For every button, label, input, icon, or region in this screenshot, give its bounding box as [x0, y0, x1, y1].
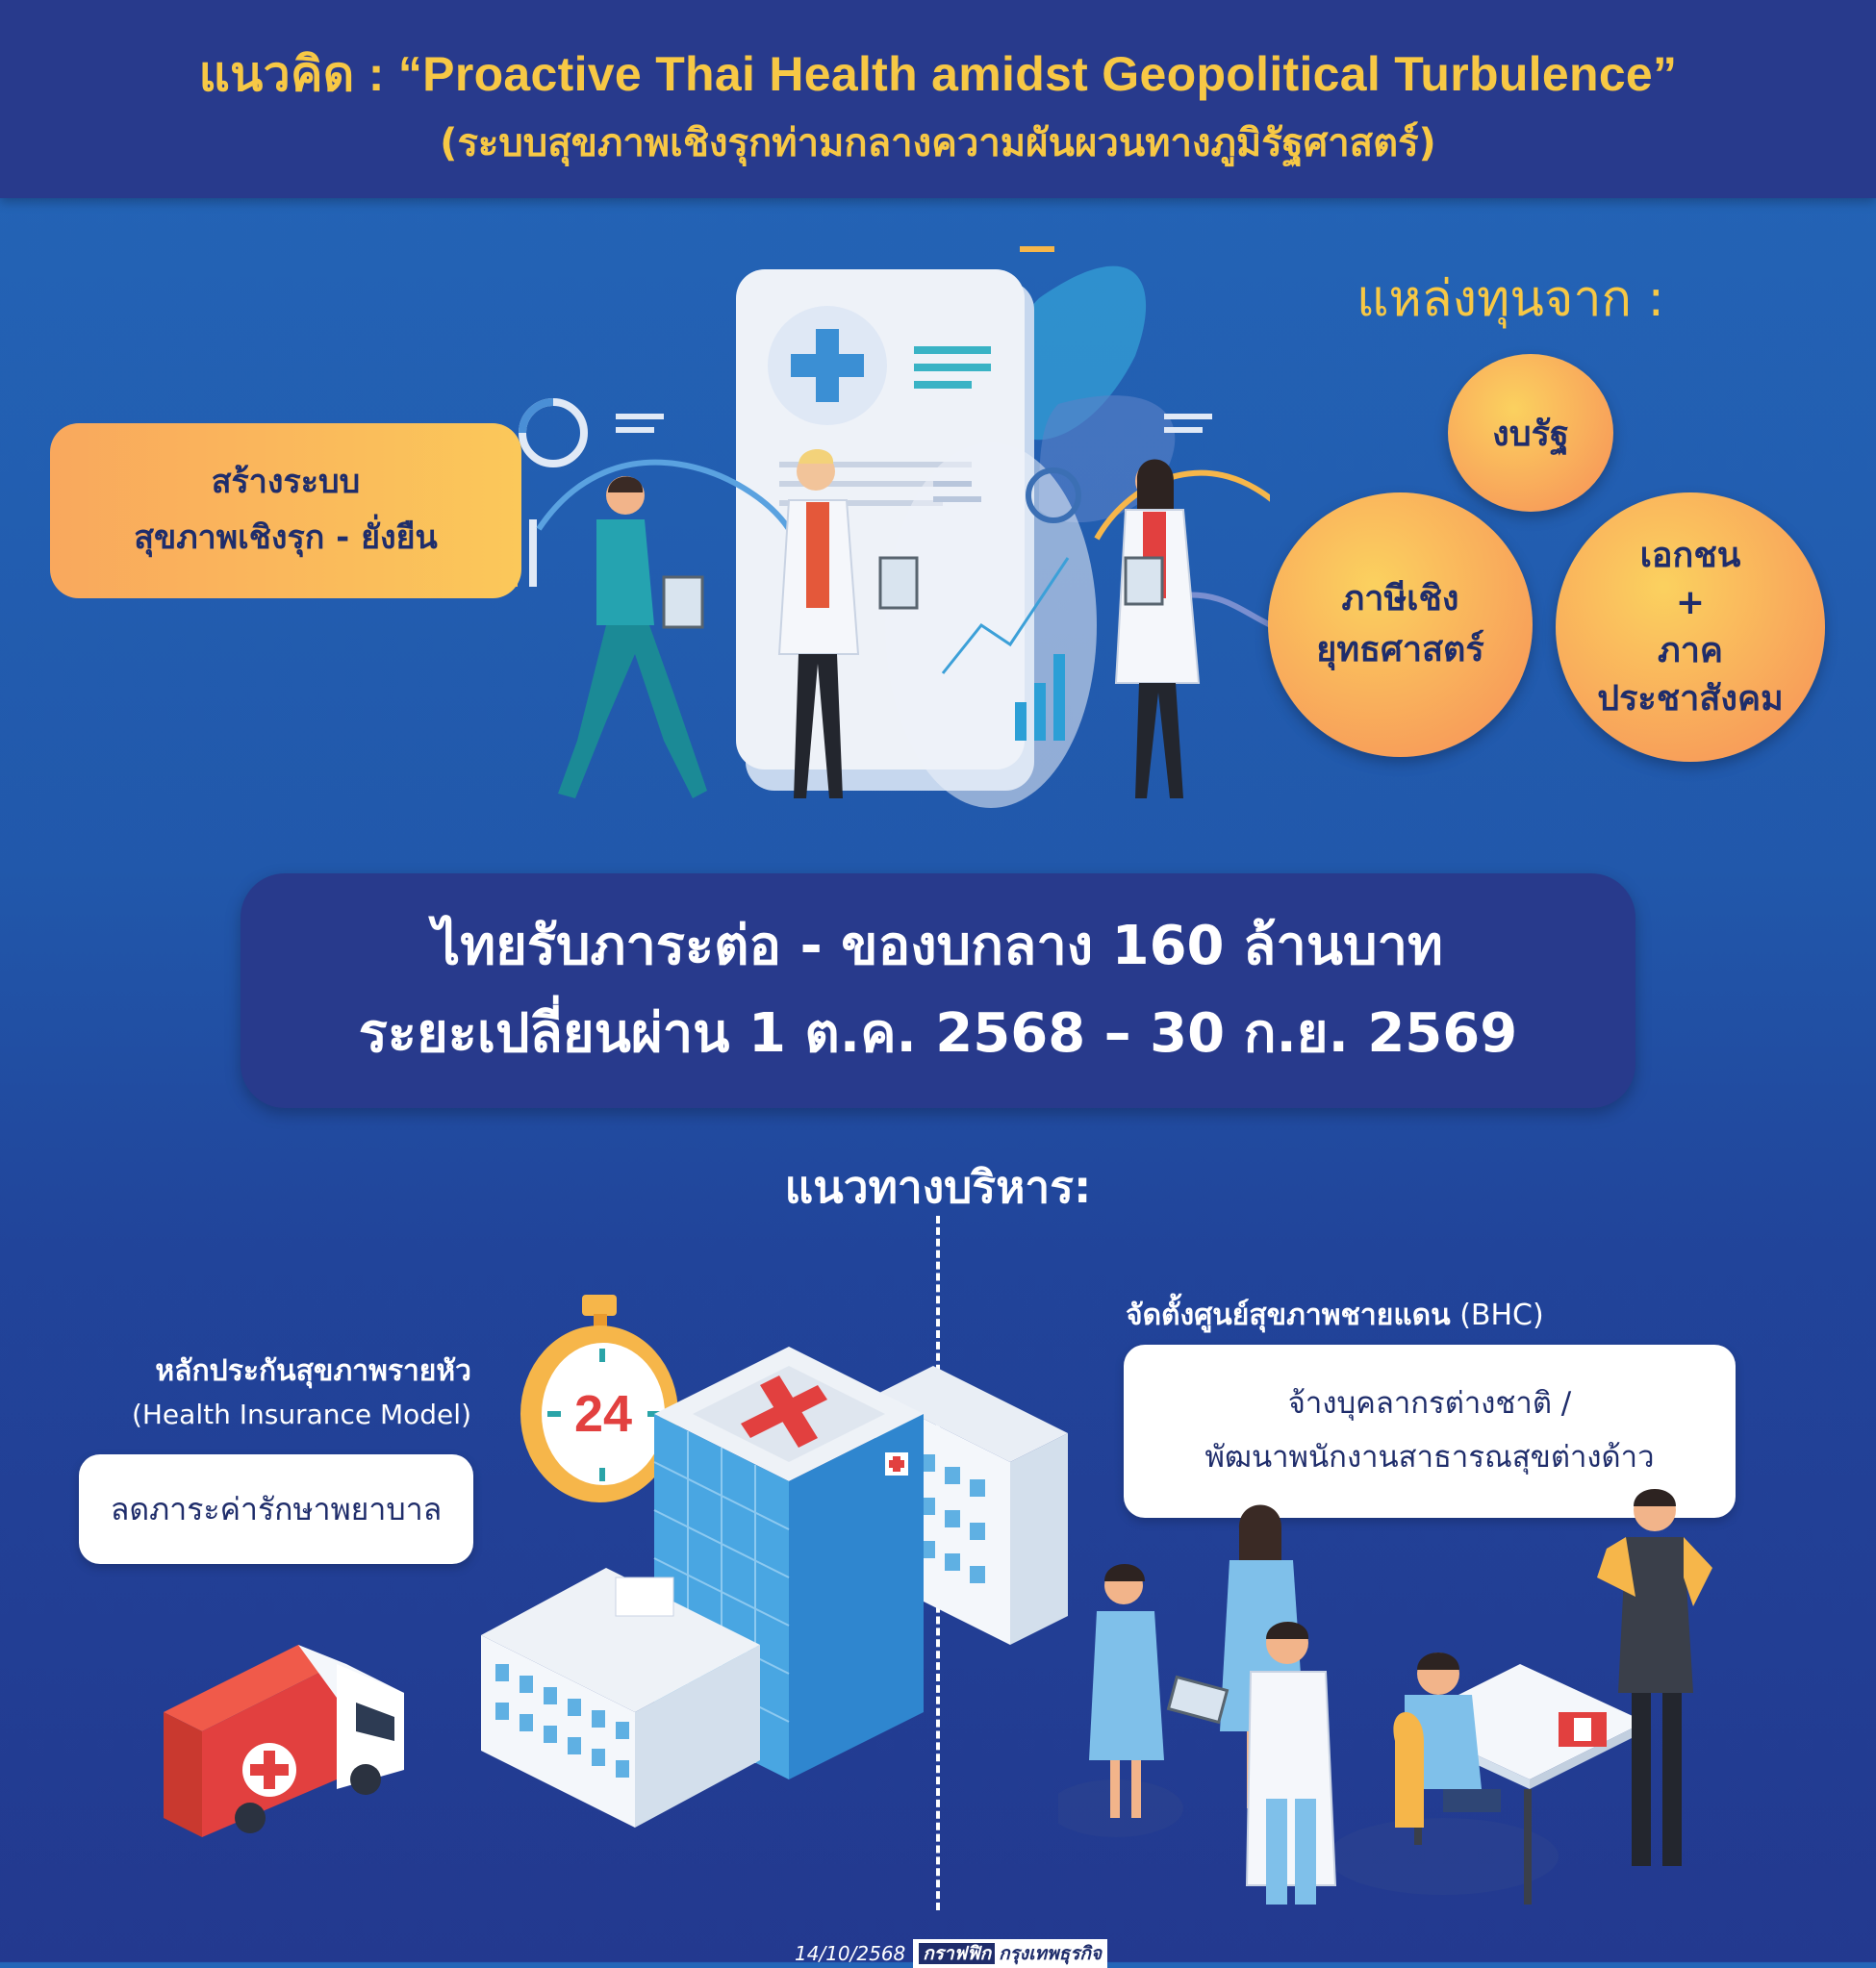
- footer-brand-prefix: กราฟฟิก: [919, 1943, 996, 1964]
- bhc-box: จ้างบุคลากรต่างชาติ / พัฒนาพนักงานสาธารณ…: [1124, 1345, 1736, 1518]
- leaf-icon: [1015, 265, 1147, 441]
- hospital-icon: [481, 1347, 1068, 1828]
- header-bar: [0, 0, 1876, 198]
- goal-box: สร้างระบบ สุขภาพเชิงรุก - ยั่งยืน: [50, 423, 521, 598]
- page-subtitle: (ระบบสุขภาพเชิงรุกท่ามกลางความผันผวนทางภ…: [440, 121, 1436, 165]
- funding-source-strategic-tax: ภาษีเชิง ยุทธศาสตร์: [1268, 492, 1533, 757]
- bhc-heading-row: จัดตั้งศูนย์สุขภาพชายแดน (BHC): [1126, 1293, 1544, 1338]
- funding-source-line: เอกชน: [1639, 535, 1741, 575]
- goal-line-1: สร้างระบบ: [211, 463, 361, 502]
- page-title: แนวคิด : “Proactive Thai Health amidst G…: [198, 47, 1678, 101]
- funding-source-line: งบรัฐ: [1492, 414, 1569, 454]
- chart-icon: [885, 442, 1097, 808]
- footer-brand: กราฟฟิกกรุงเทพธุรกิจ: [913, 1939, 1108, 1968]
- management-title: แนวทางบริหาร:: [784, 1161, 1092, 1213]
- funding-source-line: ประชาสังคม: [1597, 678, 1784, 719]
- insurance-subheading: (Health Insurance Model): [131, 1399, 471, 1430]
- goal-line-2: สุขภาพเชิงรุก - ยั่งยืน: [134, 518, 438, 557]
- ambulance-icon: [164, 1645, 404, 1837]
- insurance-box: ลดภาระค่ารักษาพยาบาล: [79, 1454, 473, 1564]
- medical-team-illustration: [500, 246, 1270, 808]
- funding-source-line: ภาษีเชิง: [1341, 579, 1459, 619]
- insurance-heading: หลักประกันสุขภาพรายหัว: [155, 1354, 471, 1388]
- funding-source-state-budget: งบรัฐ: [1448, 354, 1613, 512]
- insurance-box-text: ลดภาระค่ารักษาพยาบาล: [110, 1490, 443, 1527]
- footer-date: 14/10/2568: [795, 1942, 906, 1965]
- funding-source-line: ยุทธศาสตร์: [1316, 629, 1484, 669]
- funding-source-private-civil: เอกชน + ภาค ประชาสังคม: [1556, 492, 1825, 762]
- funding-source-line: +: [1675, 583, 1706, 623]
- summary-line-2: ระยะเปลี่ยนผ่าน 1 ต.ค. 2568 – 30 ก.ย. 25…: [358, 1002, 1518, 1065]
- clock-label: 24: [574, 1385, 632, 1443]
- footer: 14/10/2568 กราฟฟิกกรุงเทพธุรกิจ: [795, 1939, 1108, 1968]
- bhc-heading-suffix: (BHC): [1459, 1299, 1544, 1332]
- summary-box: ไทยรับภาระต่อ - ของบกลาง 160 ล้านบาท ระย…: [241, 873, 1635, 1108]
- funding-title: แหล่งทุนจาก :: [1356, 270, 1665, 328]
- bhc-heading: จัดตั้งศูนย์สุขภาพชายแดน: [1126, 1299, 1451, 1332]
- summary-line-1: ไทยรับภาระต่อ - ของบกลาง 160 ล้านบาท: [433, 915, 1443, 978]
- medical-team-icon: [1058, 1489, 1712, 1905]
- doctor-icon: [558, 476, 707, 798]
- footer-brand-name: กรุงเทพธุรกิจ: [999, 1943, 1103, 1964]
- bhc-box-line-2: พัฒนาพนักงานสาธารณสุขต่างด้าว: [1204, 1440, 1655, 1475]
- bhc-box-line-1: จ้างบุคลากรต่างชาติ /: [1287, 1386, 1572, 1422]
- funding-source-line: ภาค: [1657, 631, 1724, 670]
- clock-24-icon: 24: [520, 1295, 678, 1502]
